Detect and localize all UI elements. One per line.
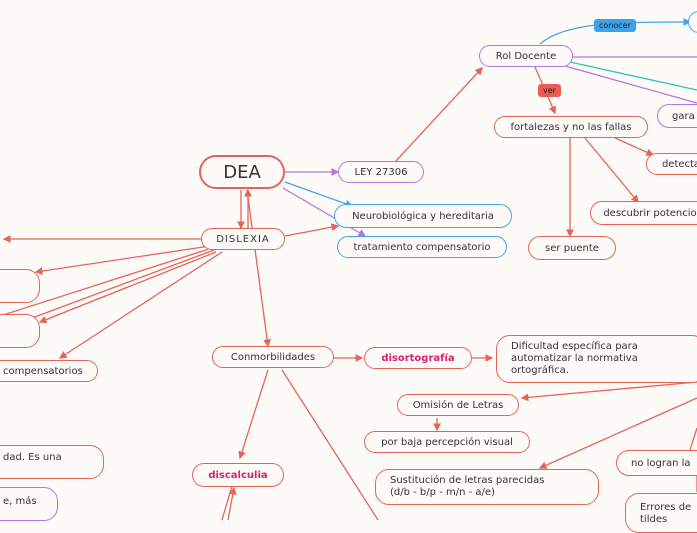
left-node-2[interactable] [0,314,40,348]
errores-line-1: Errores de [640,502,692,513]
rol-docente-node[interactable]: Rol Docente [479,45,573,67]
errores-node[interactable]: Errores de tildes [625,493,697,533]
baja-percepcion-node[interactable]: por baja percepción visual [364,431,530,453]
no-logran-node[interactable]: no logran la [616,450,697,476]
dea-node[interactable]: DEA [199,155,285,189]
gara-node[interactable]: gara [657,104,697,128]
descubrir-node[interactable]: descubrir potencio [590,201,697,225]
detecta-node[interactable]: detecta [646,153,697,175]
ley-node[interactable]: LEY 27306 [338,161,424,183]
compensatorios-node[interactable]: compensatorios [0,360,98,382]
dificultad-text: Dificultad específica para automatizar l… [511,341,638,376]
fortalezas-node[interactable]: fortalezas y no las fallas [494,116,648,138]
errores-line-2: tildes [640,514,668,525]
sustitucion-line-1: Sustitución de letras parecidas [390,475,545,486]
left-node-1[interactable] [0,269,40,303]
connector-lines [0,18,697,520]
dad-node[interactable]: dad. Es una [0,445,104,479]
disortografia-node[interactable]: disortografía [364,347,472,369]
neuro-node[interactable]: Neurobiológica y hereditaria [334,204,512,228]
e-mas-node[interactable]: e, más [0,487,58,521]
dificultad-node[interactable]: Dificultad específica para automatizar l… [496,335,697,383]
discalculia-node[interactable]: discalculia [192,463,284,487]
dislexia-node[interactable]: DISLEXIA [201,228,285,250]
ser-puente-node[interactable]: ser puente [528,236,616,260]
tratamiento-node[interactable]: tratamiento compensatorio [337,236,507,258]
ver-tag: ver [538,84,561,97]
sustitucion-line-2: (d/b - b/p - m/n - a/e) [390,487,495,498]
conmorbilidades-node[interactable]: Conmorbilidades [212,346,334,368]
conocer-tag: conocer [594,19,636,32]
omision-node[interactable]: Omisión de Letras [397,394,519,416]
sustitucion-node[interactable]: Sustitución de letras parecidas (d/b - b… [375,469,599,505]
